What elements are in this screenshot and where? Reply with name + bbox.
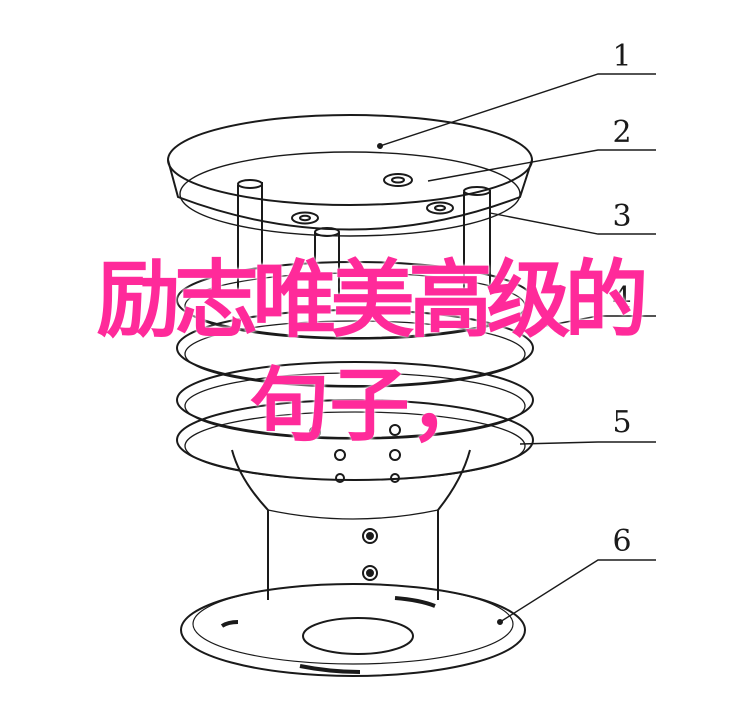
- callout-5: 5: [612, 405, 631, 440]
- base-plate: [180, 583, 526, 677]
- callout-4: 4: [612, 281, 631, 316]
- leader-lines: [379, 73, 656, 623]
- top-cap: [167, 114, 533, 237]
- callout-3: 3: [612, 199, 631, 234]
- callout-2: 2: [612, 115, 631, 150]
- louvre-plates: [176, 261, 534, 481]
- callout-numbers: 1 2 3 4 5 6: [612, 39, 631, 559]
- overlay-title-line-1: 励志唯美高级的: [96, 251, 648, 349]
- callout-1: 1: [612, 39, 631, 74]
- callout-6: 6: [612, 524, 631, 559]
- housing-body: [231, 424, 471, 600]
- overlay-title-line-2: 句子，: [249, 359, 490, 452]
